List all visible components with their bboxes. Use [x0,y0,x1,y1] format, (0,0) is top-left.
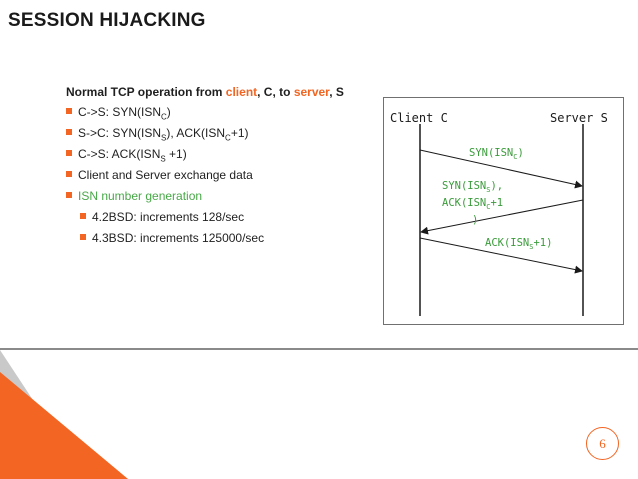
page-number-badge: 6 [586,427,619,460]
sub-bullet-42bsd: 4.2BSD: increments 128/sec [80,210,366,231]
bullet-isn-generation: ISN number generation [66,189,366,210]
bullet-syn-ack-server: S->C: SYN(ISNS), ACK(ISNC+1) [66,126,366,147]
bullet-ack-client: C->S: ACK(ISNS +1) [66,147,366,168]
syn-arrow [419,149,583,189]
sub-bullet-43bsd: 4.3BSD: increments 125000/sec [80,231,366,252]
slide-title: SESSION HIJACKING [8,10,206,31]
server-label: Server S [550,111,608,125]
ack-message-label: ACK(ISNS+1) [485,237,553,252]
client-highlight: client [225,85,258,99]
handshake-lines [419,124,584,316]
server-highlight: server [293,85,330,99]
ack-arrow [419,237,583,274]
bullet-syn-client: C->S: SYN(ISNC) [66,105,366,126]
footer-divider [0,348,638,350]
content-heading: Normal TCP operation from client, C, to … [66,85,344,99]
content-block: Normal TCP operation from client, C, to … [66,85,366,252]
syn-ack-arrow [420,199,584,235]
syn-message-label: SYN(ISNC) [469,147,524,162]
client-label: Client C [390,111,448,125]
syn-ack-message-label: SYN(ISNS), ACK(ISNC+1 ) [442,180,504,227]
bullet-exchange-data: Client and Server exchange data [66,168,366,189]
tcp-handshake-diagram: Client C Server S SYN(ISNC) SYN(ISNS), A… [383,97,624,325]
